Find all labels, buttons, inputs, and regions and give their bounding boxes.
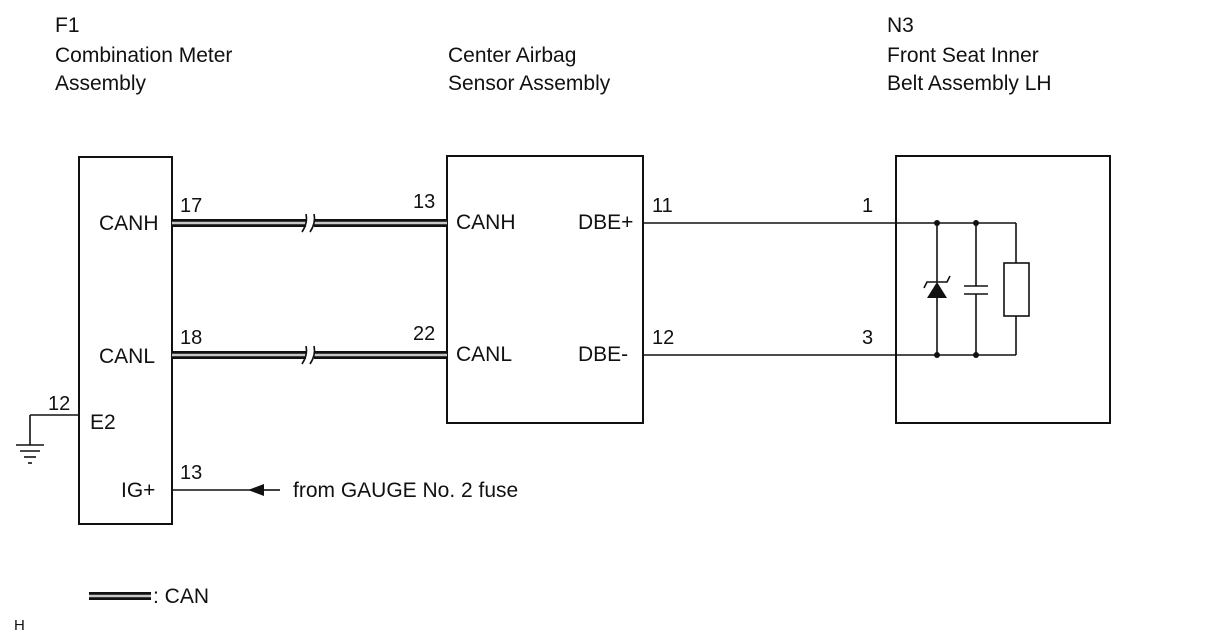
n3-internal-circuit (923, 220, 1030, 358)
airbag-pin-dbe-minus-label: DBE- (578, 343, 628, 366)
zener-diode-icon (927, 282, 947, 298)
f1-canh-pin-number: 17 (180, 195, 202, 217)
corner-mark: H (14, 617, 25, 634)
n3-name-line2: Belt Assembly LH (887, 72, 1052, 95)
n3-name-line1: Front Seat Inner (887, 44, 1039, 67)
resistor-icon (1003, 262, 1030, 317)
f1-pin-canh-label: CANH (99, 212, 159, 235)
f1-pin-canl-label: CANL (99, 345, 155, 368)
f1-pin-ig-label: IG+ (121, 479, 155, 502)
f1-pin-e2-label: E2 (90, 411, 116, 434)
airbag-pin-dbe-plus-label: DBE+ (578, 211, 633, 234)
airbag-component-box (446, 155, 644, 424)
can-high-wire (172, 213, 447, 233)
ground-connection (16, 414, 79, 464)
airbag-dbe-plus-pin-number: 11 (652, 195, 673, 217)
can-low-wire (172, 345, 447, 365)
airbag-pin-canh-label: CANH (456, 211, 516, 234)
n3-code: N3 (887, 14, 914, 37)
f1-e2-pin-number: 12 (48, 393, 70, 415)
f1-component-box (78, 156, 173, 525)
f1-canl-pin-number: 18 (180, 327, 202, 349)
can-legend: : CAN (89, 585, 209, 608)
f1-code: F1 (55, 14, 80, 37)
airbag-name-line1: Center Airbag (448, 44, 576, 67)
f1-name-line1: Combination Meter (55, 44, 232, 67)
f1-ig-pin-number: 13 (180, 462, 202, 484)
airbag-dbe-minus-pin-number: 12 (652, 327, 674, 349)
fuse-note: from GAUGE No. 2 fuse (293, 479, 518, 502)
arrow-left-icon (248, 484, 264, 496)
n3-component-box (895, 155, 1111, 424)
f1-name-line2: Assembly (55, 72, 147, 95)
airbag-pin-canl-label: CANL (456, 343, 512, 366)
n3-pin-1-number: 1 (862, 195, 873, 217)
n3-pin-3-number: 3 (862, 327, 873, 349)
can-legend-label: : CAN (153, 585, 209, 608)
airbag-canh-pin-number: 13 (413, 191, 435, 213)
airbag-name-line2: Sensor Assembly (448, 72, 611, 95)
airbag-canl-pin-number: 22 (413, 323, 435, 345)
